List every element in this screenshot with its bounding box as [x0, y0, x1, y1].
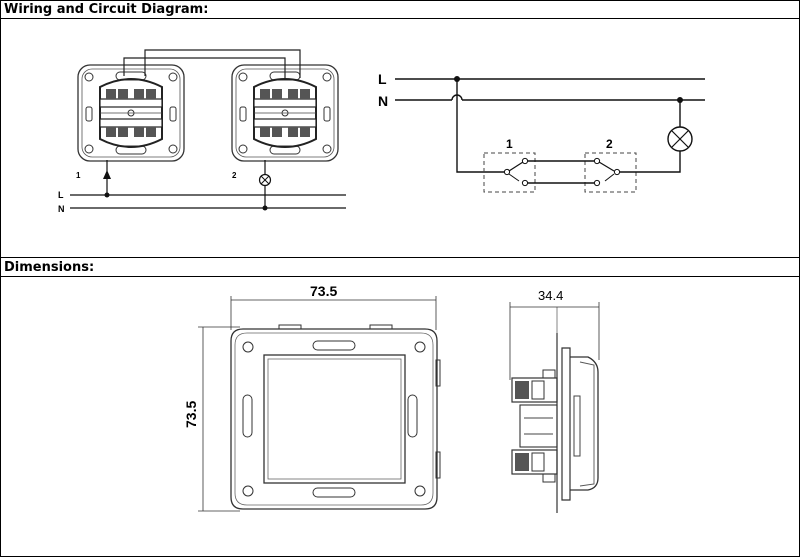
front-height-dimension: 73.5 [183, 401, 199, 428]
title-divider-top [0, 18, 800, 19]
wiring-switch2-label: 2 [232, 171, 237, 180]
circuit-neutral-label: N [378, 93, 388, 109]
wiring-neutral-label: N [58, 204, 65, 214]
circuit-line-label: L [378, 71, 387, 87]
circuit-switch1-label: 1 [506, 137, 513, 151]
circuit-switch2-label: 2 [606, 137, 613, 151]
front-width-dimension: 73.5 [310, 283, 337, 299]
section-divider [0, 257, 800, 258]
title-divider-bottom [0, 276, 800, 277]
wiring-line-label: L [58, 190, 64, 200]
front-view: 73.5 73.5 [183, 283, 441, 512]
wiring-section-title: Wiring and Circuit Diagram: [4, 2, 209, 17]
wiring-switch1-label: 1 [76, 171, 81, 180]
dimensions-section-title: Dimensions: [4, 260, 95, 275]
side-view: 34.4 [509, 288, 600, 513]
side-depth-dimension: 34.4 [538, 288, 563, 303]
